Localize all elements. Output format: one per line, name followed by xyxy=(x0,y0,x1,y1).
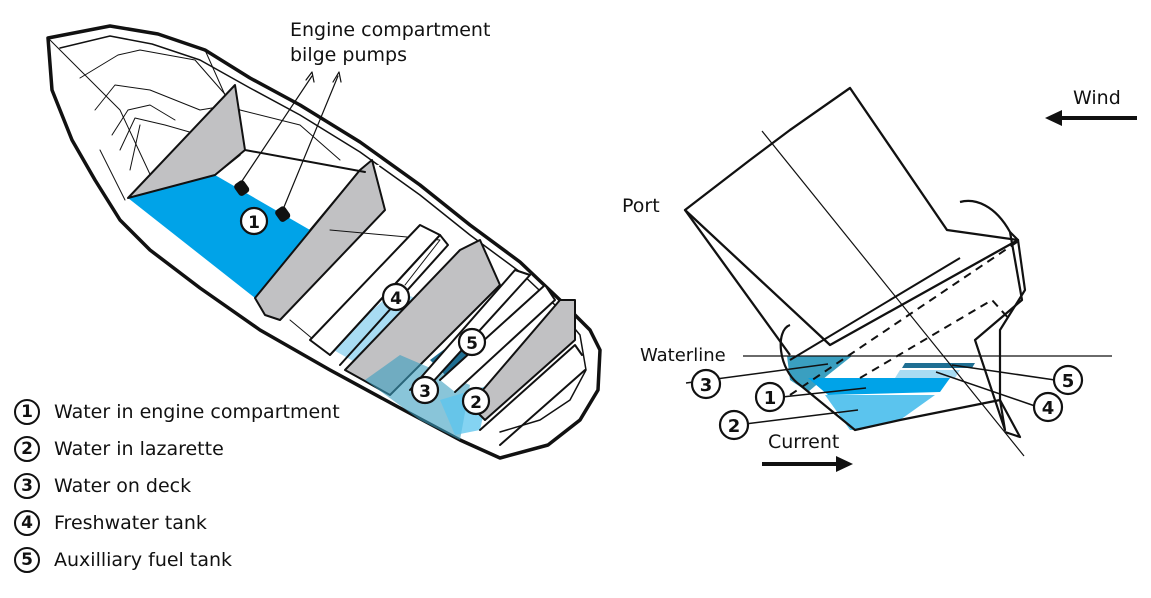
svg-text:3: 3 xyxy=(419,382,431,402)
current-arrow-icon xyxy=(762,456,853,472)
section-freshwater xyxy=(895,370,960,378)
deckhouse xyxy=(683,86,1020,347)
transom-bulkhead xyxy=(469,299,576,421)
legend-item: 4 Freshwater tank xyxy=(14,504,340,541)
callout-1-top: 1 xyxy=(239,206,269,236)
waterline-label: Waterline xyxy=(640,345,726,366)
legend-label: Auxilliary fuel tank xyxy=(54,548,233,571)
svg-text:1: 1 xyxy=(248,213,260,233)
bilge-pump-icon xyxy=(275,206,291,222)
callout-2-top: 2 xyxy=(461,386,491,416)
legend-item: 2 Water in lazarette xyxy=(14,430,340,467)
boat-section-view xyxy=(683,86,1112,457)
callout-1-side: 1 xyxy=(754,381,786,413)
callout-4-side: 4 xyxy=(1032,391,1064,423)
heel-centerline xyxy=(761,130,1025,457)
legend-number-badge: 2 xyxy=(14,435,40,462)
legend-label: Water in lazarette xyxy=(54,437,224,460)
legend-item: 3 Water on deck xyxy=(14,467,340,504)
callout-2-side: 2 xyxy=(718,409,750,441)
engine-compartment-water xyxy=(128,175,310,298)
pump-label-line1: Engine compartment xyxy=(290,19,490,41)
legend-item: 5 Auxilliary fuel tank xyxy=(14,541,340,578)
svg-text:4: 4 xyxy=(1042,398,1055,419)
legend-item: 1 Water in engine compartment xyxy=(14,393,340,430)
svg-text:2: 2 xyxy=(728,416,741,437)
legend: 1 Water in engine compartment 2 Water in… xyxy=(14,393,340,578)
callout-5-top: 5 xyxy=(457,327,487,357)
port-label: Port xyxy=(622,195,660,217)
callout-3-side: 3 xyxy=(690,368,722,400)
legend-number-badge: 3 xyxy=(14,472,40,499)
section-hull xyxy=(779,199,1024,432)
svg-text:2: 2 xyxy=(470,393,482,413)
gunwale-line xyxy=(59,35,587,433)
current-label: Current xyxy=(768,431,839,453)
svg-text:5: 5 xyxy=(466,334,478,354)
legend-number-badge: 1 xyxy=(14,398,40,425)
wind-label: Wind xyxy=(1073,87,1121,109)
legend-number-badge: 5 xyxy=(14,546,40,573)
legend-label: Freshwater tank xyxy=(54,511,207,534)
pump-label-line2: bilge pumps xyxy=(290,44,407,66)
svg-text:4: 4 xyxy=(390,289,402,309)
legend-label: Water on deck xyxy=(54,474,192,497)
svg-text:1: 1 xyxy=(764,388,777,409)
wind-arrow-icon xyxy=(1045,110,1137,126)
svg-text:5: 5 xyxy=(1062,371,1075,392)
callout-4-top: 4 xyxy=(381,282,411,312)
callout-3-top: 3 xyxy=(410,375,440,405)
legend-label: Water in engine compartment xyxy=(54,400,340,423)
section-fuel xyxy=(902,363,975,368)
svg-text:3: 3 xyxy=(700,375,713,396)
bilge-pump-icon xyxy=(234,180,250,196)
section-lazarette-water xyxy=(825,395,935,430)
legend-number-badge: 4 xyxy=(14,509,40,536)
section-deck-water xyxy=(787,356,852,392)
callout-5-side: 5 xyxy=(1052,364,1084,396)
